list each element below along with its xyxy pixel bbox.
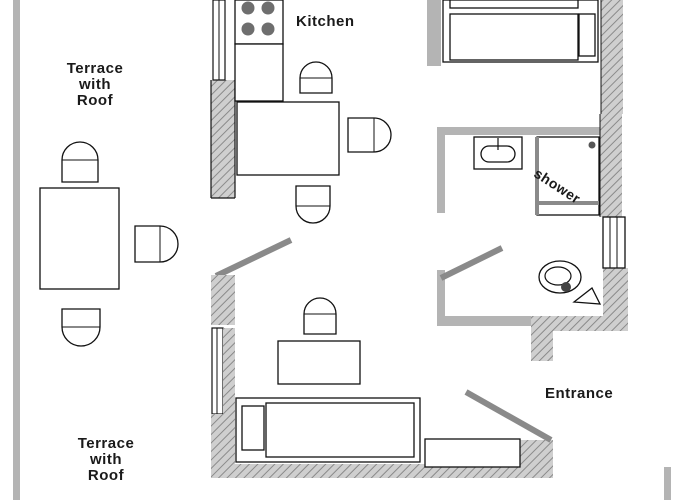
bathroom-corner-post — [531, 316, 553, 361]
terrace-label-line: Terrace — [77, 435, 135, 452]
terrace-chair-right — [134, 225, 179, 263]
bed-top — [442, 0, 599, 63]
kitchen-chair-bottom — [295, 185, 331, 224]
toilet — [538, 260, 602, 305]
kitchen-left-wall — [211, 80, 235, 198]
living-door — [214, 237, 293, 279]
shower-tray — [535, 136, 600, 216]
bedroom-right-wall — [601, 0, 623, 114]
bathroom-bottom-wall — [437, 316, 533, 326]
entrance-label: Entrance — [545, 385, 614, 402]
kitchen-counter — [234, 43, 284, 102]
terrace-label-line: Roof — [87, 467, 125, 484]
bedroom-left-wall — [427, 0, 441, 66]
kitchen-label: Kitchen — [296, 13, 355, 30]
bathroom-right-wall — [600, 114, 622, 217]
entrance-door — [464, 389, 553, 443]
terrace-label-line: Roof — [76, 92, 114, 109]
terrace-label-line: with — [79, 76, 111, 93]
kitchen-chair-right — [347, 117, 392, 153]
terrace-chair-top — [61, 141, 99, 183]
outer-left-wall — [13, 0, 20, 500]
low-cabinet — [424, 438, 521, 468]
living-table — [277, 340, 361, 385]
terrace-chair-bottom — [61, 308, 101, 347]
terrace-label-top: Terrace with Roof — [60, 61, 130, 109]
right-edge-wall — [664, 467, 671, 500]
stove — [234, 0, 284, 45]
living-left-wall — [211, 275, 235, 325]
terrace-label-bottom: Terrace with Roof — [70, 436, 142, 484]
kitchen-chair-top — [299, 61, 333, 94]
terrace-label-line: with — [90, 451, 122, 468]
living-lower-left-wall — [211, 414, 235, 464]
bathroom-window — [602, 216, 626, 269]
living-chair — [303, 297, 337, 335]
sofa-bed — [235, 397, 421, 463]
kitchen-table — [236, 101, 340, 176]
bottom-right-wall — [519, 440, 553, 478]
sink — [473, 136, 523, 170]
kitchen-window — [212, 0, 226, 81]
bathroom-left-wall — [437, 127, 445, 213]
bathroom-top-wall — [437, 127, 600, 135]
bathroom-corner-wall — [531, 316, 628, 331]
terrace-label-line: Terrace — [66, 60, 124, 77]
terrace-table — [39, 187, 120, 290]
bathroom-bottom-left-wall — [437, 270, 445, 326]
bathroom-door — [439, 245, 504, 281]
living-window — [211, 327, 224, 415]
